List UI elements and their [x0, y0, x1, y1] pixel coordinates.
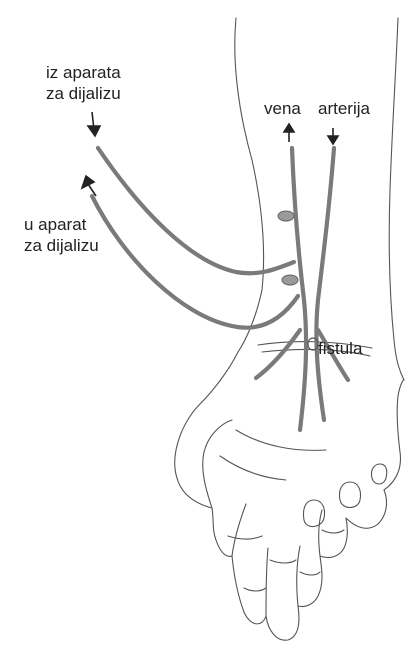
needle-hub	[282, 275, 298, 285]
forearm-outline-left	[235, 18, 264, 352]
palm-crease	[270, 560, 296, 563]
palm-crease	[244, 588, 266, 591]
label-from-machine-line1: iz aparata	[46, 62, 121, 83]
label-to-machine: u aparat za dijalizu	[24, 214, 99, 256]
fingernail	[371, 464, 386, 484]
palm-crease	[220, 456, 286, 480]
label-from-machine: iz aparata za dijalizu	[46, 62, 121, 104]
arrow-to-machine-head	[82, 176, 94, 188]
forearm-outline-right	[389, 18, 404, 380]
palm-crease	[236, 430, 326, 450]
label-to-machine-line2: za dijalizu	[24, 235, 99, 256]
vein-vessel	[292, 148, 306, 430]
palm-crease	[228, 536, 262, 539]
finger-line	[266, 548, 268, 616]
arrow-artery-head	[328, 136, 338, 144]
label-to-machine-line1: u aparat	[24, 214, 99, 235]
palm-crease	[322, 530, 344, 533]
hand-outline	[175, 352, 404, 640]
artery-vessel	[316, 148, 334, 420]
palm-crease	[300, 572, 320, 575]
needle-hub	[278, 211, 294, 221]
label-fistula: fistula	[318, 338, 362, 359]
label-from-machine-line2: za dijalizu	[46, 83, 121, 104]
fingernail	[339, 482, 360, 508]
finger-line	[232, 504, 246, 556]
vein-branch	[256, 330, 300, 378]
arrow-into-arm-head	[88, 126, 100, 136]
arrow-vein-head	[284, 124, 294, 132]
finger-line	[297, 546, 300, 606]
venous-line-to-machine	[92, 196, 298, 328]
finger-line	[319, 510, 322, 556]
thumb-outline	[203, 420, 232, 508]
label-artery: arterija	[318, 98, 370, 119]
label-vein: vena	[264, 98, 301, 119]
